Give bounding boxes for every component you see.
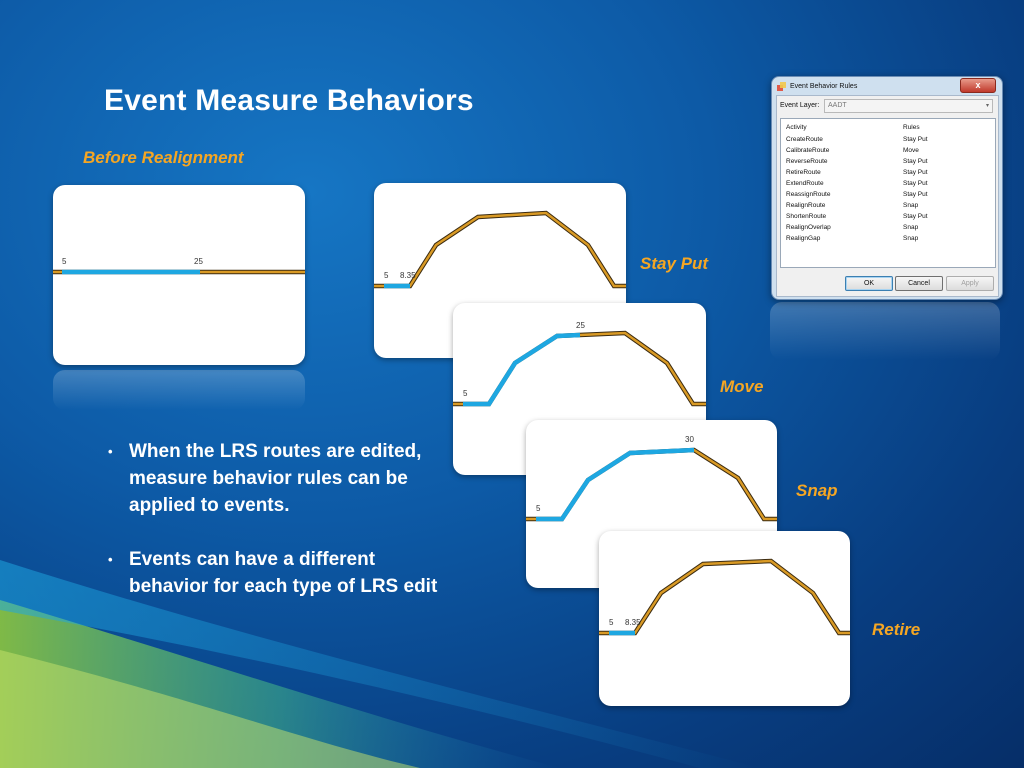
apply-button[interactable]: Apply [946, 276, 994, 291]
label-move: Move [720, 377, 764, 396]
label-retire: Retire [872, 620, 921, 639]
bullet-glyph: • [108, 444, 113, 459]
rule-cell[interactable]: Snap [903, 224, 919, 231]
snap-diagram: 5 30 [526, 435, 777, 522]
list-row[interactable]: RealignRoute Snap [781, 200, 995, 211]
measure-label: 25 [576, 321, 585, 330]
cancel-button[interactable]: Cancel [895, 276, 943, 291]
dialog-title: Event Behavior Rules [790, 83, 858, 90]
bullet-text: Events can have a different behavior for… [129, 549, 438, 597]
panel-retire: 5 8.35 [599, 531, 850, 706]
measure-label: 5 [609, 618, 614, 627]
event-layer-label: Event Layer: [780, 102, 820, 109]
activity-cell: CreateRoute [786, 136, 823, 143]
list-row[interactable]: ShortenRoute Stay Put [781, 211, 995, 222]
dialog-reflection [770, 302, 1000, 360]
route-line [599, 559, 850, 635]
list-row[interactable]: ReassignRoute Stay Put [781, 189, 995, 200]
event-layer-value: AADT [828, 102, 847, 109]
activity-cell: ExtendRoute [786, 180, 824, 187]
rule-cell[interactable]: Stay Put [903, 169, 928, 176]
rule-cell[interactable]: Move [903, 147, 919, 154]
event-behavior-rules-dialog: Event Behavior Rules x Event Layer: AADT… [771, 76, 1003, 300]
label-stay-put: Stay Put [640, 254, 709, 273]
stay-put-diagram: 5 8.35 [374, 210, 626, 289]
list-row[interactable]: CreateRoute Stay Put [781, 134, 995, 145]
measure-label: 5 [536, 504, 541, 513]
measure-label: 8.35 [625, 618, 641, 627]
event-segment [536, 447, 695, 522]
rule-cell[interactable]: Stay Put [903, 158, 928, 165]
column-header-rules[interactable]: Rules [903, 124, 920, 131]
ok-button[interactable]: OK [845, 276, 893, 291]
move-diagram: 5 25 [453, 321, 706, 407]
measure-label: 5 [62, 257, 67, 266]
rule-cell[interactable]: Stay Put [903, 213, 928, 220]
route-outline [453, 330, 706, 407]
list-row[interactable]: RealignOverlap Snap [781, 222, 995, 233]
bullet-item: • When the LRS routes are edited, measur… [108, 438, 438, 519]
label-before-realignment: Before Realignment [83, 148, 244, 167]
rule-cell[interactable]: Snap [903, 202, 919, 209]
label-snap: Snap [796, 481, 838, 500]
app-icon [777, 82, 786, 91]
rule-cell[interactable]: Snap [903, 235, 919, 242]
list-row[interactable]: CalibrateRoute Move [781, 145, 995, 156]
chevron-down-icon: ▾ [985, 103, 989, 109]
measure-label: 25 [194, 257, 203, 266]
close-button[interactable]: x [960, 78, 996, 93]
panel-before-realignment: 5 25 [53, 185, 305, 365]
activity-cell: ReassignRoute [786, 191, 831, 198]
activity-cell: ShortenRoute [786, 213, 827, 220]
panel-reflection [53, 370, 305, 410]
list-row[interactable]: ReverseRoute Stay Put [781, 156, 995, 167]
column-header-activity[interactable]: Activity [786, 124, 807, 131]
list-header: Activity Rules [781, 122, 995, 133]
dialog-body: Event Layer: AADT ▾ Activity Rules Creat… [776, 95, 999, 297]
retire-diagram: 5 8.35 [599, 558, 850, 636]
rule-cell[interactable]: Stay Put [903, 180, 928, 187]
list-row[interactable]: ExtendRoute Stay Put [781, 178, 995, 189]
route-outline [526, 447, 777, 522]
event-layer-dropdown[interactable]: AADT ▾ [824, 99, 993, 113]
close-icon: x [975, 80, 981, 90]
measure-label: 5 [384, 271, 389, 280]
measure-label: 30 [685, 435, 694, 444]
rule-cell[interactable]: Stay Put [903, 136, 928, 143]
rule-cell[interactable]: Stay Put [903, 191, 928, 198]
slide-title: Event Measure Behaviors [104, 84, 474, 117]
event-segment [463, 332, 581, 407]
list-row[interactable]: RetireRoute Stay Put [781, 167, 995, 178]
measure-label: 8.35 [400, 271, 416, 280]
activity-cell: RetireRoute [786, 169, 821, 176]
list-row[interactable]: RealignGap Snap [781, 233, 995, 244]
activity-cell: CalibrateRoute [786, 147, 830, 154]
before-diagram: 5 25 [53, 257, 305, 275]
bullet-list: • When the LRS routes are edited, measur… [108, 438, 438, 627]
route-line [374, 211, 626, 288]
bullet-item: • Events can have a different behavior f… [108, 546, 438, 600]
bullet-text: When the LRS routes are edited, measure … [129, 441, 422, 516]
bullet-glyph: • [108, 552, 113, 567]
activity-cell: RealignGap [786, 235, 821, 242]
measure-label: 5 [463, 389, 468, 398]
activity-cell: RealignOverlap [786, 224, 831, 231]
route-line [526, 448, 777, 521]
activity-cell: RealignRoute [786, 202, 826, 209]
activity-cell: ReverseRoute [786, 158, 828, 165]
